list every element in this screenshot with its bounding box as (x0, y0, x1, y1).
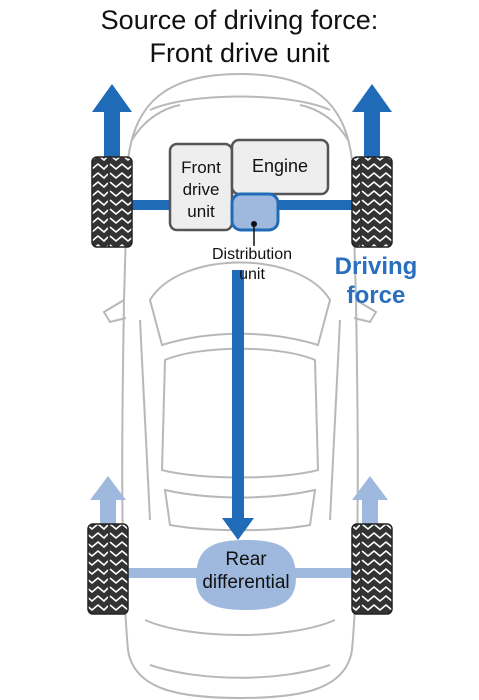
mirror-right (353, 299, 378, 324)
tire-front-left (91, 156, 133, 248)
front-axle-left (118, 200, 178, 210)
front-drive-unit-label-line-2: drive (182, 180, 220, 199)
rear-left-arrow-head (90, 476, 126, 500)
car-side-line-left (139, 319, 151, 521)
engine-box (230, 138, 330, 196)
driving-force-label-line-2: force (346, 282, 406, 309)
tire-rear-right (351, 523, 393, 615)
driving-force-label-line-1: Driving (334, 253, 418, 280)
rear-right-arrow-shaft (362, 498, 378, 528)
diagram-title: Source of driving force: Front drive uni… (0, 4, 479, 70)
rear-differential-label-line-1: Rear (225, 549, 267, 570)
mirror-left (102, 299, 127, 324)
front-drive-unit-label-line-3: unit (187, 202, 215, 221)
car-rear-window (163, 488, 317, 532)
title-line-2: Front drive unit (149, 38, 330, 68)
car-roof (160, 347, 320, 479)
car-trunk-line (144, 619, 336, 636)
tires (87, 156, 393, 615)
front-right-arrow-head (352, 84, 392, 112)
rear-differential-label-line-2: differential (202, 572, 290, 593)
car-bumper-line (149, 664, 331, 679)
engine-label: Engine (251, 156, 309, 176)
distribution-unit-box (230, 192, 280, 232)
car-body-outline (102, 72, 378, 700)
rear-right-arrow-head (352, 476, 388, 500)
front-left-arrow-head (92, 84, 132, 112)
tire-front-right (351, 156, 393, 248)
car-windshield (148, 261, 332, 347)
tire-rear-left (87, 523, 129, 615)
front-drive-unit-label-line-1: Front (181, 158, 221, 177)
front-right-arrow-shaft (364, 110, 380, 162)
front-drive-path (92, 84, 392, 540)
distribution-unit-label-line-1: Distribution (211, 246, 293, 263)
front-left-arrow-shaft (104, 110, 120, 162)
rear-differential-shape (196, 540, 296, 610)
rear-differential-label: Rear differential (186, 548, 306, 594)
distribution-unit-label-line-2: unit (239, 266, 265, 283)
propeller-shaft (232, 270, 244, 518)
distribution-unit-label: Distribution unit (190, 245, 314, 285)
propeller-shaft-arrow-head (222, 518, 254, 540)
components (168, 138, 330, 246)
front-drive-unit-label: Front drive unit (171, 157, 231, 223)
rear-drive-path (90, 476, 388, 610)
front-axle-right (276, 200, 362, 210)
car-side-line-right (329, 319, 341, 521)
car-hood-line (149, 95, 331, 111)
rear-left-arrow-shaft (100, 498, 116, 528)
headlight-left (131, 104, 181, 141)
driving-force-label: Driving force (318, 252, 434, 310)
headlight-right (299, 104, 349, 141)
title-line-1: Source of driving force: (100, 5, 379, 35)
